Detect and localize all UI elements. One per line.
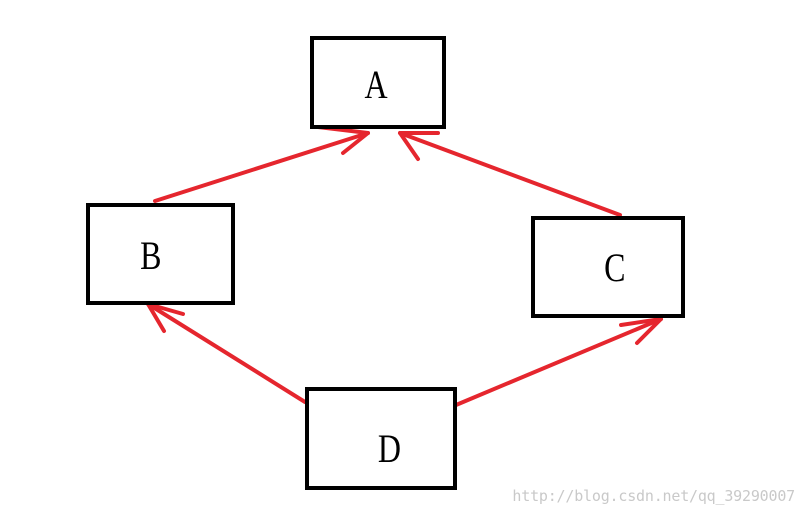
edge-d-to-c-arrowhead — [619, 317, 663, 345]
node-d-box: D — [305, 387, 457, 490]
node-d-label: D — [377, 425, 401, 471]
edge-b-to-a — [153, 125, 370, 203]
edge-d-to-b — [146, 302, 307, 404]
node-a-label: A — [364, 61, 388, 107]
watermark-url: http://blog.csdn.net/qq_39290007 — [512, 487, 795, 505]
edge-c-to-a — [398, 131, 622, 217]
edge-d-to-c — [454, 317, 663, 407]
edge-d-to-b-line — [146, 302, 307, 404]
node-b-box: B — [86, 203, 235, 305]
edge-c-to-a-arrowhead — [398, 131, 440, 161]
node-c-box: C — [531, 216, 685, 318]
edge-d-to-c-line — [454, 317, 663, 407]
edge-c-to-a-line — [398, 131, 622, 217]
node-c-label: C — [603, 245, 626, 290]
edge-b-to-a-line — [153, 131, 370, 203]
node-a-box: A — [310, 36, 446, 129]
node-b-label: B — [140, 233, 162, 278]
edge-b-to-a-arrowhead — [316, 125, 370, 155]
